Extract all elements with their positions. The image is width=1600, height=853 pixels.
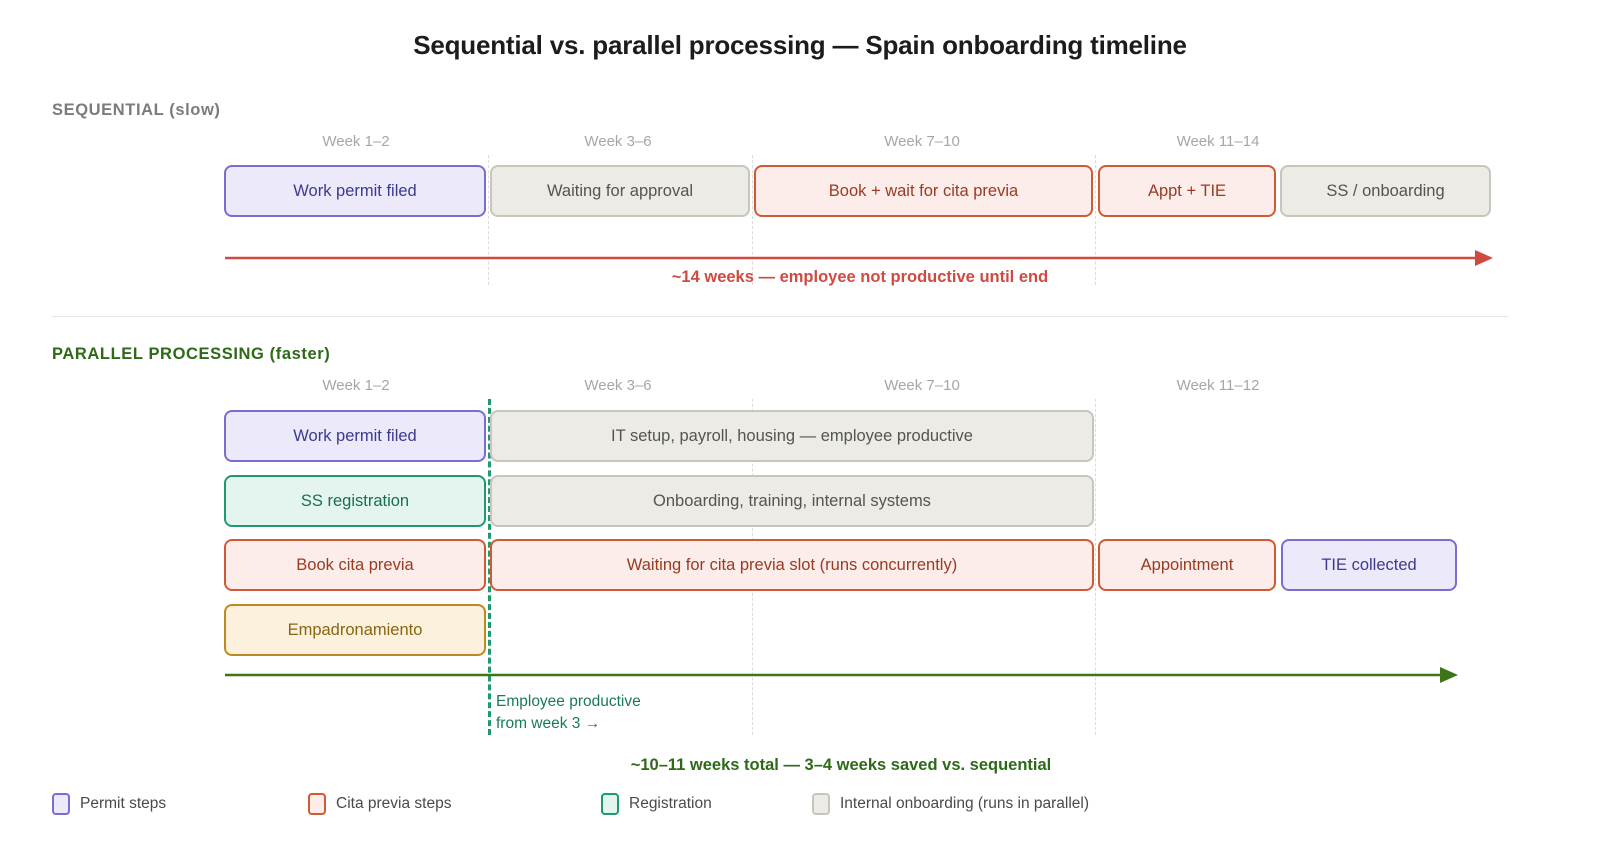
legend-swatch-internal-onboarding	[812, 793, 830, 815]
parallel-week-label-3: Week 7–10	[884, 377, 960, 394]
sequential-week-label-3: Week 7–10	[884, 133, 960, 150]
sequential-bar-book-wait-cita-previa[interactable]: Book + wait for cita previa	[754, 165, 1093, 217]
productive-note-line1: Employee productive	[496, 693, 641, 710]
legend-label-internal-onboarding: Internal onboarding (runs in parallel)	[840, 795, 1090, 812]
sequential-week-label-2: Week 3–6	[584, 133, 652, 150]
sequential-bar-ss-onboarding[interactable]: SS / onboarding	[1280, 165, 1491, 217]
legend-item-cita-previa-steps: Cita previa steps	[308, 793, 601, 815]
sequential-bar-work-permit-filed[interactable]: Work permit filed	[224, 165, 486, 217]
parallel-bar-book-cita-previa[interactable]: Book cita previa	[224, 539, 486, 591]
legend-label-registration: Registration	[629, 795, 712, 812]
parallel-section-heading: PARALLEL PROCESSING (faster)	[52, 345, 331, 363]
legend-label-cita-previa-steps: Cita previa steps	[336, 795, 452, 812]
legend-item-internal-onboarding: Internal onboarding (runs in parallel)	[812, 793, 1089, 815]
section-divider	[52, 316, 1508, 317]
legend-swatch-cita-previa-steps	[308, 793, 326, 815]
legend-item-registration: Registration	[601, 793, 812, 815]
legend-swatch-registration	[601, 793, 619, 815]
sequential-bar-waiting-for-approval[interactable]: Waiting for approval	[490, 165, 750, 217]
parallel-bar-work-permit-filed[interactable]: Work permit filed	[224, 410, 486, 462]
parallel-bar-waiting-cita-previa-slot[interactable]: Waiting for cita previa slot (runs concu…	[490, 539, 1094, 591]
parallel-summary-label: ~10–11 weeks total — 3–4 weeks saved vs.…	[630, 756, 1052, 774]
column-divider-week3-sequential	[488, 155, 489, 285]
parallel-bar-tie-collected[interactable]: TIE collected	[1281, 539, 1457, 591]
legend-item-permit-steps: Permit steps	[52, 793, 308, 815]
column-divider-week11-parallel	[1095, 399, 1096, 735]
column-divider-week11-sequential	[1095, 155, 1096, 285]
sequential-bar-appt-tie[interactable]: Appt + TIE	[1098, 165, 1276, 217]
parallel-week-label-4: Week 11–12	[1176, 377, 1260, 394]
parallel-week-label-2: Week 3–6	[584, 377, 652, 394]
legend-swatch-permit-steps	[52, 793, 70, 815]
sequential-summary-label: ~14 weeks — employee not productive unti…	[671, 268, 1049, 286]
legend: Permit steps Cita previa steps Registrat…	[52, 793, 1089, 815]
parallel-bar-it-setup-payroll-housing[interactable]: IT setup, payroll, housing — employee pr…	[490, 410, 1094, 462]
parallel-week-label-1: Week 1–2	[322, 377, 390, 394]
page-title: Sequential vs. parallel processing — Spa…	[413, 30, 1187, 60]
column-divider-week7-sequential	[752, 155, 753, 285]
parallel-bar-appointment[interactable]: Appointment	[1098, 539, 1276, 591]
sequential-section-heading: SEQUENTIAL (slow)	[52, 101, 221, 119]
productive-note-line2: from week 3 →	[496, 715, 601, 732]
legend-label-permit-steps: Permit steps	[80, 795, 167, 812]
parallel-bar-onboarding-training[interactable]: Onboarding, training, internal systems	[490, 475, 1094, 527]
parallel-bar-empadronamiento[interactable]: Empadronamiento	[224, 604, 486, 656]
sequential-week-label-1: Week 1–2	[322, 133, 390, 150]
parallel-bar-ss-registration[interactable]: SS registration	[224, 475, 486, 527]
productive-from-week3-marker	[488, 399, 491, 735]
sequential-week-label-4: Week 11–14	[1176, 133, 1260, 150]
